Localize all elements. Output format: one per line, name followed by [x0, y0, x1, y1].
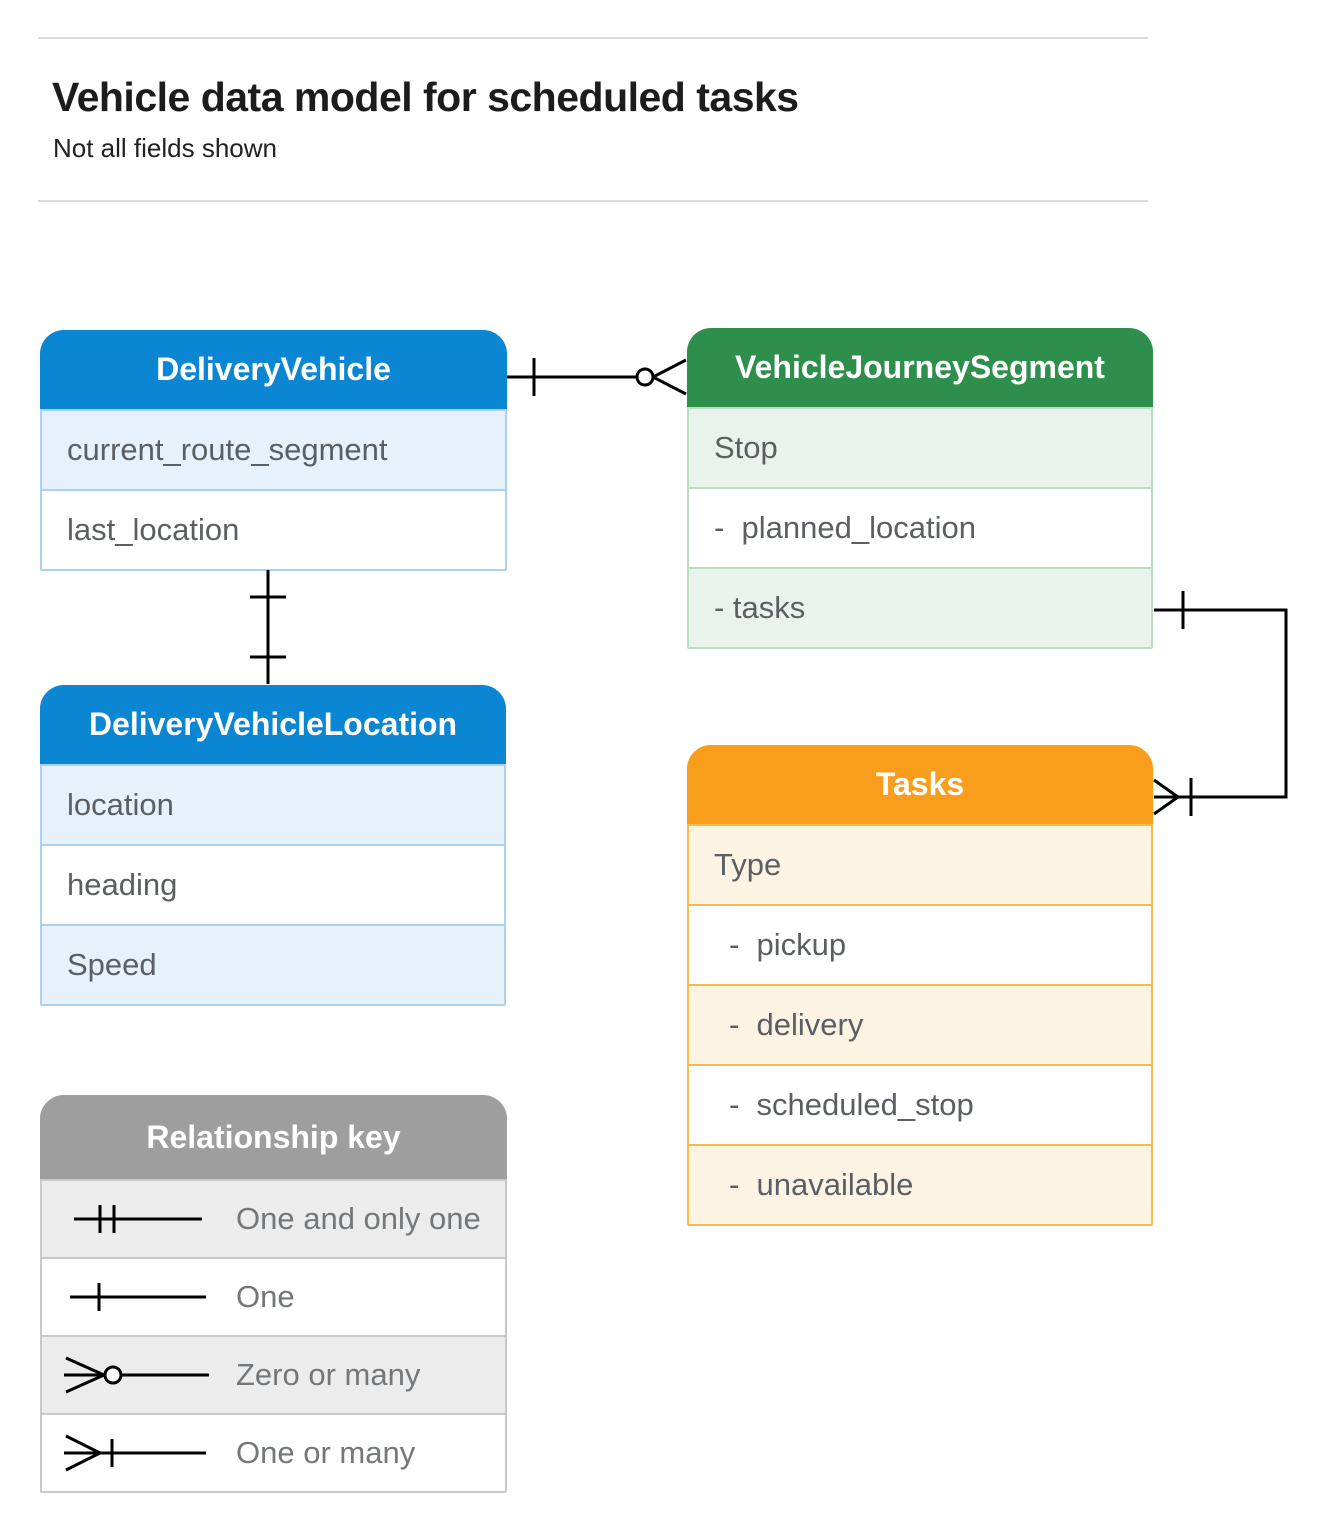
field-row: current_route_segment	[42, 409, 505, 489]
legend-row: One	[42, 1257, 505, 1335]
legend-label: One and only one	[236, 1201, 481, 1236]
connector-vehiclejourneysegment-tasks	[1153, 591, 1288, 816]
legend-label: One or many	[236, 1435, 416, 1470]
divider-top	[38, 37, 1148, 39]
page-title: Vehicle data model for scheduled tasks	[52, 74, 799, 120]
field-row: - planned_location	[689, 487, 1151, 567]
legend-row: One and only one	[42, 1179, 505, 1257]
field-row: heading	[42, 844, 504, 924]
entity-title: Tasks	[687, 745, 1153, 824]
page-subtitle: Not all fields shown	[53, 133, 277, 163]
divider-bottom	[38, 200, 1148, 202]
field-row: location	[42, 764, 504, 844]
entity-title: DeliveryVehicle	[40, 330, 507, 409]
field-row: Type	[689, 824, 1151, 904]
one-or-many-symbol-icon	[64, 1434, 206, 1472]
field-row: last_location	[42, 489, 505, 569]
field-row: - scheduled_stop	[689, 1064, 1151, 1144]
field-row: - pickup	[689, 904, 1151, 984]
one-and-only-one-symbol-icon	[74, 1205, 202, 1233]
relationship-key: Relationship key One and only one One	[40, 1095, 507, 1493]
relationship-key-title: Relationship key	[40, 1095, 507, 1179]
legend-label: Zero or many	[236, 1357, 421, 1392]
zero-or-many-symbol-icon	[64, 1356, 209, 1394]
connector-deliveryvehicle-vehiclejourneysegment	[507, 358, 687, 396]
field-row: Speed	[42, 924, 504, 1004]
legend-label: One	[236, 1279, 295, 1314]
connector-deliveryvehicle-deliveryvehiclelocation	[250, 570, 286, 684]
entity-tasks: Tasks Type - pickup - delivery - schedul…	[687, 745, 1153, 1226]
legend-row: One or many	[42, 1413, 505, 1491]
entity-title: VehicleJourneySegment	[687, 328, 1153, 407]
legend-row: Zero or many	[42, 1335, 505, 1413]
one-symbol-icon	[70, 1283, 206, 1311]
entity-delivery-vehicle-location: DeliveryVehicleLocation location heading…	[40, 685, 506, 1006]
field-row: - delivery	[689, 984, 1151, 1064]
field-row: - tasks	[689, 567, 1151, 647]
entity-title: DeliveryVehicleLocation	[40, 685, 506, 764]
entity-vehicle-journey-segment: VehicleJourneySegment Stop - planned_loc…	[687, 328, 1153, 649]
field-row: - unavailable	[689, 1144, 1151, 1224]
entity-delivery-vehicle: DeliveryVehicle current_route_segment la…	[40, 330, 507, 571]
field-row: Stop	[689, 407, 1151, 487]
